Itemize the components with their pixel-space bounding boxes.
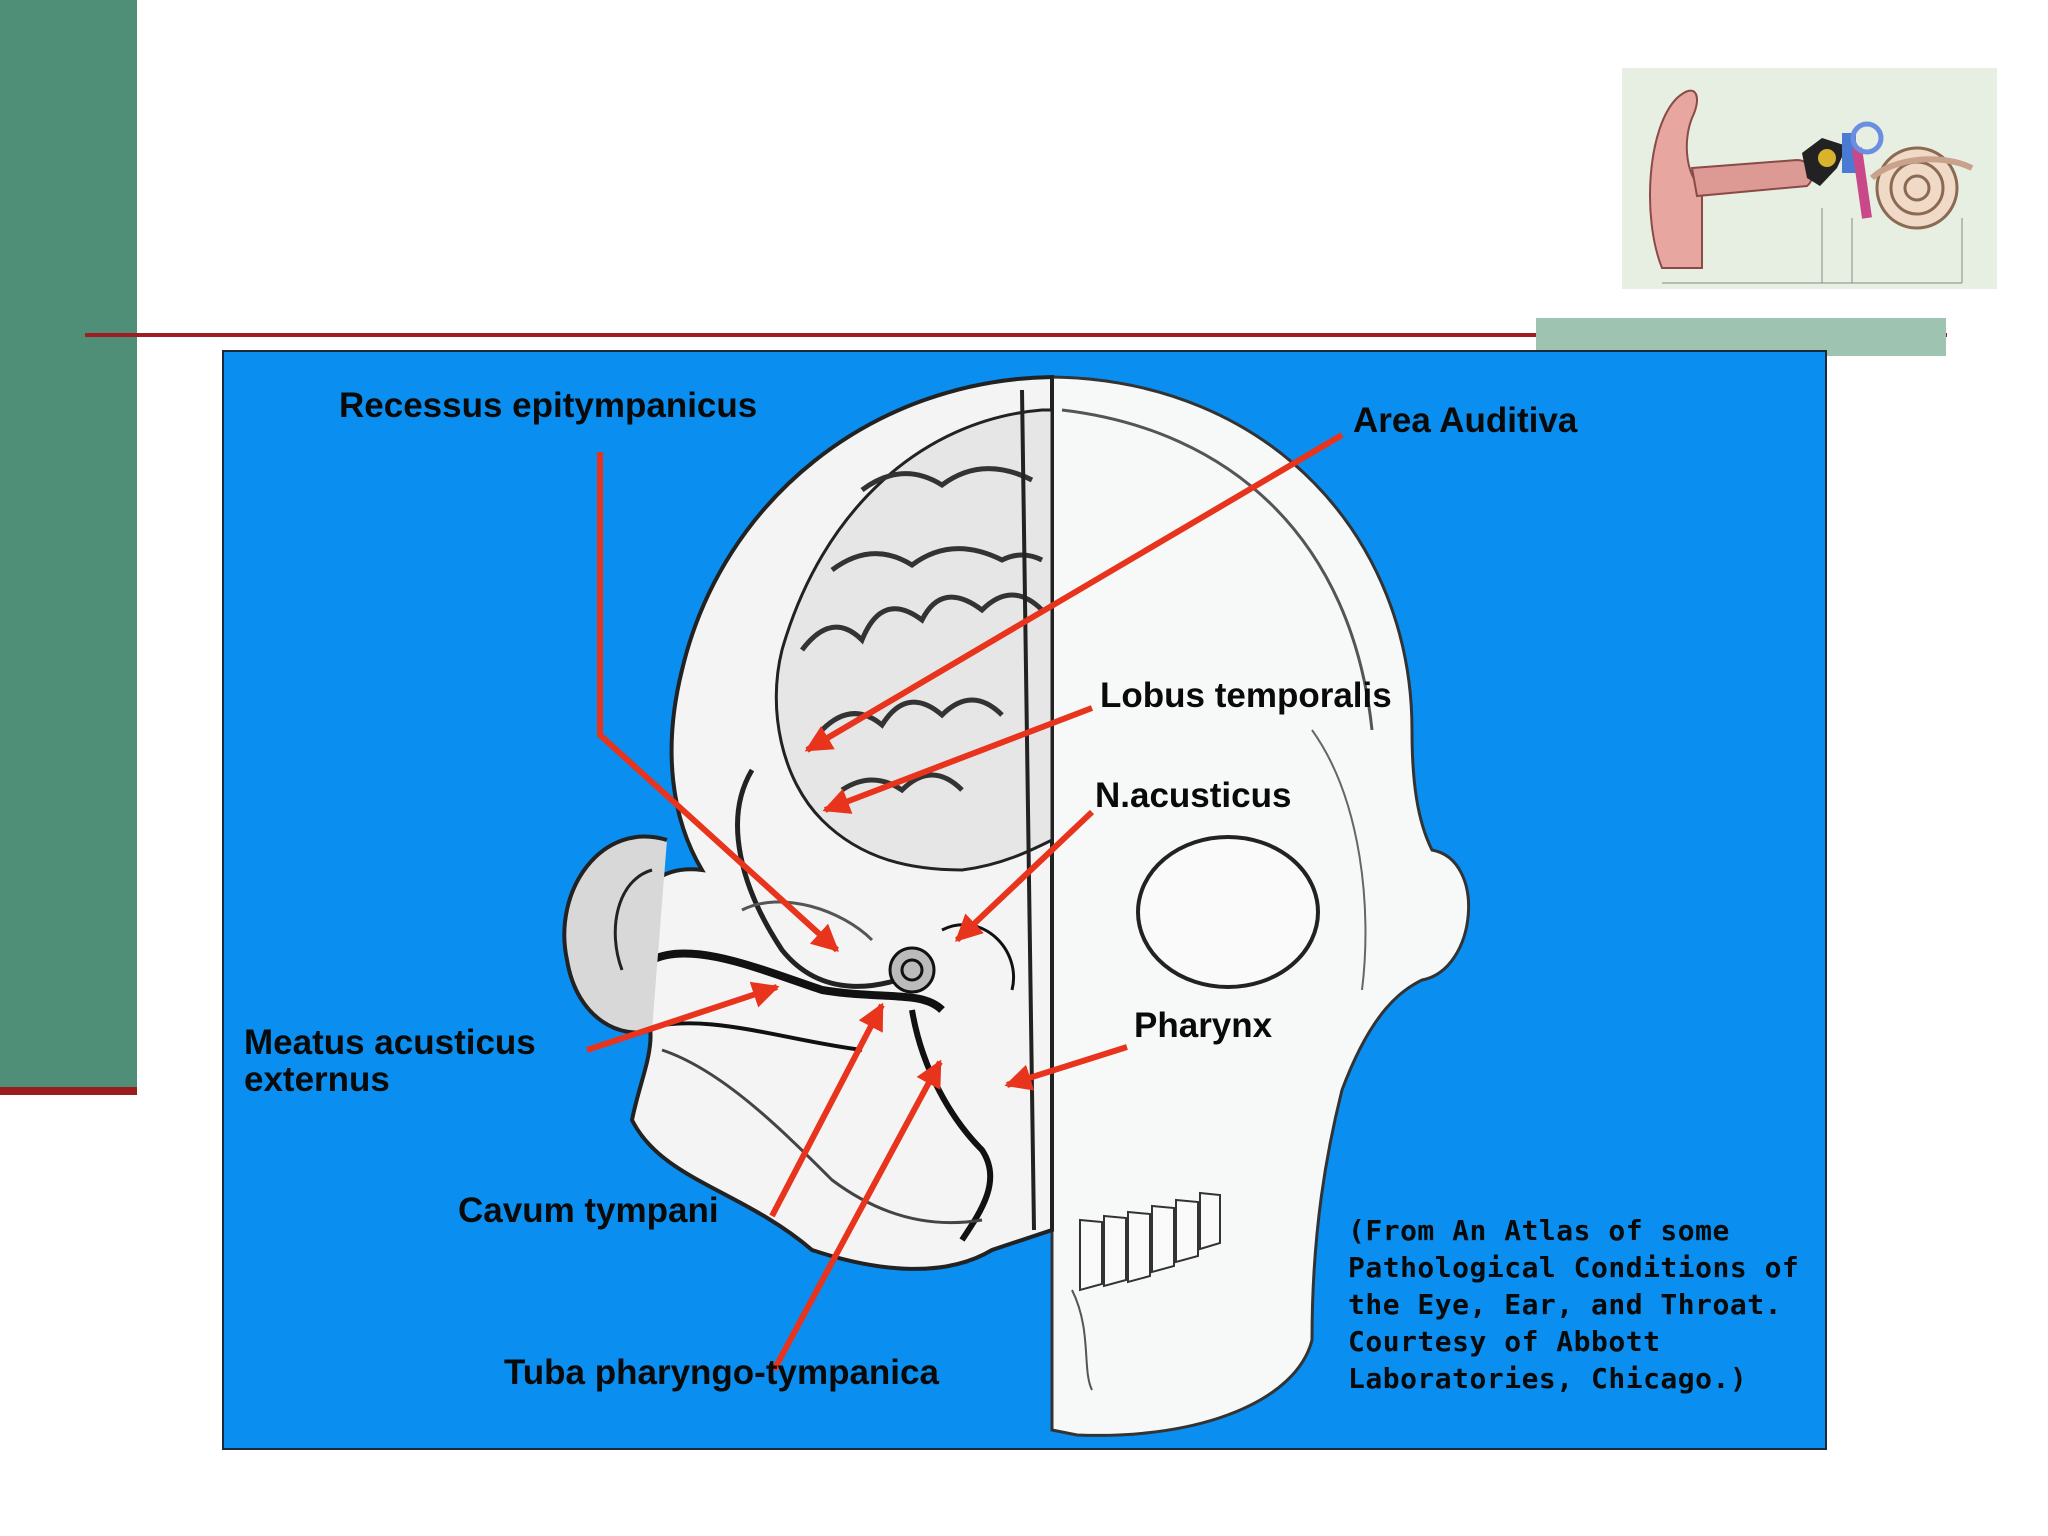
label-area-auditiva: Area Auditiva [1353, 401, 1578, 440]
label-n-acusticus: N.acusticus [1095, 776, 1292, 815]
label-meatus-line2: externus [244, 1060, 390, 1099]
label-recessus-epitympanicus: Recessus epitympanicus [339, 386, 758, 425]
label-meatus-line1: Meatus acusticus [244, 1023, 536, 1062]
arrow-pharynx [1004, 1044, 1128, 1091]
arrow-area [804, 432, 1344, 753]
figure-artwork [222, 350, 1827, 1450]
arrow-cavum [769, 1002, 885, 1218]
sidebar-rule [0, 1087, 137, 1095]
arrow-tuba [771, 1059, 943, 1372]
credit-line-5: Laboratories, Chicago.) [1348, 1362, 1748, 1395]
arrow-lobus [822, 705, 1094, 814]
arrow-meatus [586, 981, 780, 1053]
arrow-nacusticus [954, 809, 1095, 943]
credit-line-3: the Eye, Ear, and Throat. [1348, 1288, 1782, 1321]
label-lobus-temporalis: Lobus temporalis [1100, 676, 1392, 715]
label-tuba-pharyngo-tympanica: Tuba pharyngo-tympanica [504, 1353, 939, 1392]
credit-line-2: Pathological Conditions of [1348, 1251, 1800, 1284]
title-rule [85, 333, 1947, 337]
anatomy-figure: Recessus epitympanicus Area Auditiva Lob… [222, 350, 1827, 1450]
label-pharynx: Pharynx [1134, 1006, 1273, 1045]
ear-anatomy-icon [1622, 68, 1997, 289]
sidebar-band [0, 0, 137, 1087]
credit-line-1: (From An Atlas of some [1348, 1214, 1730, 1247]
label-cavum-tympani: Cavum tympani [458, 1191, 719, 1230]
arrow-recessus [597, 452, 840, 953]
credit-line-4: Courtesy of Abbott [1348, 1325, 1661, 1358]
